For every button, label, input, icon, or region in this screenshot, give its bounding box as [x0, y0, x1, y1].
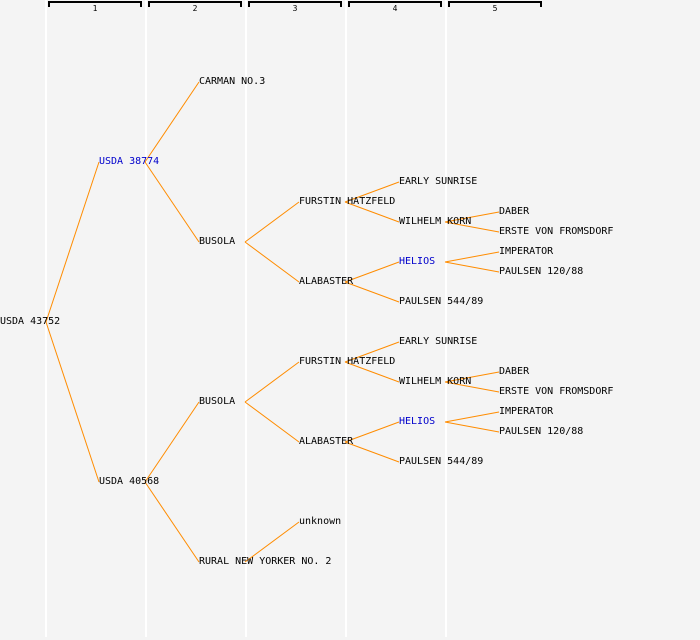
pedigree-node: DABER [499, 206, 530, 217]
pedigree-node: RURAL NEW YORKER NO. 2 [199, 556, 332, 567]
pedigree-link [45, 321, 100, 483]
pedigree-node: ALABASTER [299, 436, 354, 447]
pedigree-node: unknown [299, 516, 342, 527]
pedigree-link [144, 161, 200, 243]
pedigree-link [444, 381, 500, 393]
pedigree-node: FURSTIN HATZFELD [299, 196, 396, 207]
pedigree-link [344, 421, 400, 443]
pedigree-link [45, 161, 100, 323]
pedigree-node[interactable]: HELIOS [399, 256, 436, 267]
column-divider [45, 0, 47, 637]
pedigree-node[interactable]: HELIOS [399, 416, 436, 427]
pedigree-link [444, 411, 500, 423]
pedigree-link [444, 251, 500, 263]
generation-label: 3 [292, 4, 298, 13]
pedigree-link [444, 221, 500, 233]
pedigree-node: FURSTIN HATZFELD [299, 356, 396, 367]
pedigree-link [244, 201, 300, 243]
pedigree-link [244, 401, 300, 443]
column-divider [345, 0, 347, 637]
pedigree-node[interactable]: USDA 38774 [99, 156, 160, 167]
pedigree-node: PAULSEN 544/89 [399, 456, 484, 467]
pedigree-node: PAULSEN 544/89 [399, 296, 484, 307]
pedigree-node: EARLY SUNRISE [399, 176, 478, 187]
pedigree-node: PAULSEN 120/88 [499, 266, 584, 277]
generation-header: 3 [248, 1, 342, 13]
column-divider [145, 0, 147, 637]
pedigree-link [144, 401, 200, 483]
pedigree-link [344, 261, 400, 283]
pedigree-link [344, 281, 400, 303]
generation-label: 5 [492, 4, 498, 13]
pedigree-node: EARLY SUNRISE [399, 336, 478, 347]
pedigree-link [244, 521, 300, 563]
generation-header: 2 [148, 1, 242, 13]
pedigree-node: USDA 40568 [99, 476, 160, 487]
pedigree-node: BUSOLA [199, 396, 236, 407]
generation-label: 4 [392, 4, 398, 13]
pedigree-node: PAULSEN 120/88 [499, 426, 584, 437]
generation-header: 4 [348, 1, 442, 13]
pedigree-node: WILHELM KORN [399, 216, 472, 227]
pedigree-link [244, 241, 300, 283]
pedigree-node: DABER [499, 366, 530, 377]
pedigree-link [444, 211, 500, 223]
pedigree-node: BUSOLA [199, 236, 236, 247]
pedigree-link [444, 421, 500, 433]
pedigree-link [344, 341, 400, 363]
generation-header: 5 [448, 1, 542, 13]
pedigree-node: USDA 43752 [0, 316, 61, 327]
pedigree-link [344, 361, 400, 383]
pedigree-link [344, 441, 400, 463]
column-divider [445, 0, 447, 637]
pedigree-link [244, 361, 300, 403]
column-divider [245, 0, 247, 637]
generation-label: 1 [92, 4, 98, 13]
pedigree-link [444, 371, 500, 383]
pedigree-link [344, 181, 400, 203]
pedigree-link [144, 81, 200, 163]
pedigree-node: ERSTE VON FROMSDORF [499, 226, 614, 237]
pedigree-node: IMPERATOR [499, 246, 554, 257]
pedigree-node: CARMAN NO.3 [199, 76, 266, 87]
pedigree-node: ERSTE VON FROMSDORF [499, 386, 614, 397]
pedigree-node: WILHELM KORN [399, 376, 472, 387]
generation-header: 1 [48, 1, 142, 13]
pedigree-link [344, 201, 400, 223]
pedigree-node: ALABASTER [299, 276, 354, 287]
pedigree-node: IMPERATOR [499, 406, 554, 417]
pedigree-link [144, 481, 200, 563]
generation-label: 2 [192, 4, 198, 13]
pedigree-link [444, 261, 500, 273]
